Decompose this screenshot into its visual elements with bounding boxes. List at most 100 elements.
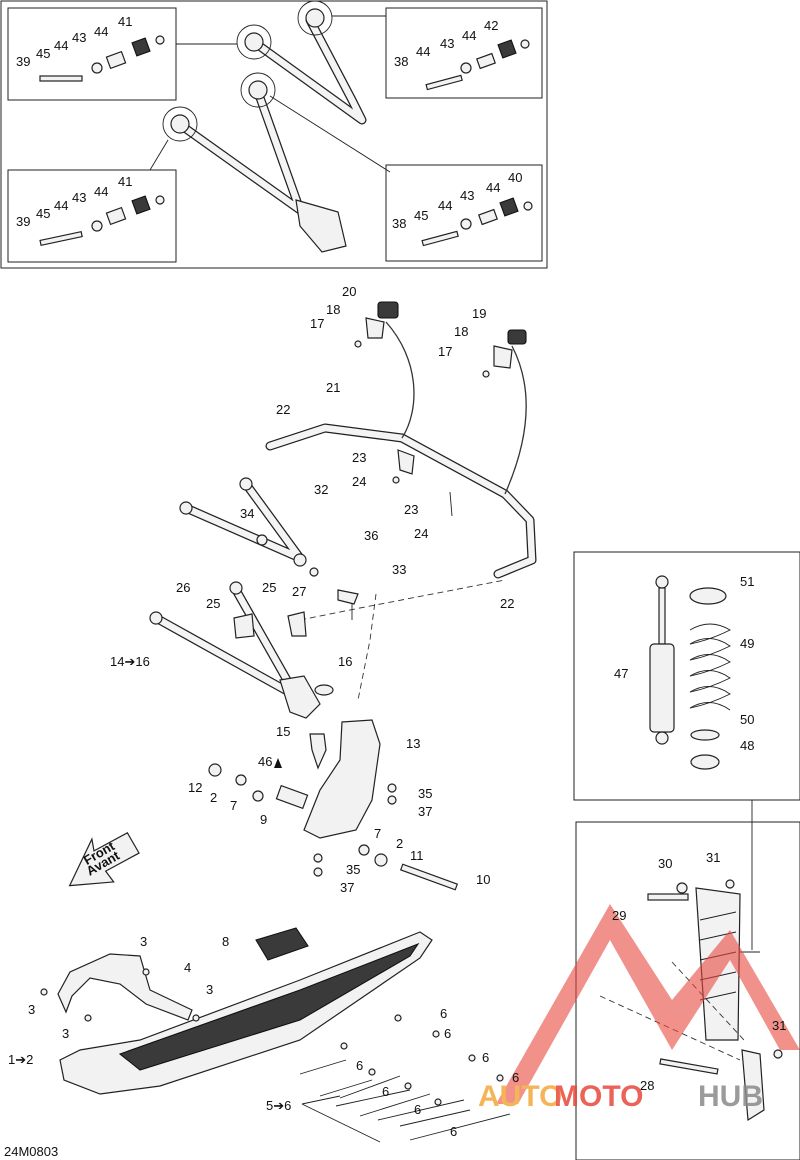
callout-sway-8: 23 xyxy=(352,450,366,465)
callout-bl-4: 44 xyxy=(94,184,108,199)
callout-tr-3: 44 xyxy=(462,28,476,43)
callout-arms-5: 25 xyxy=(262,580,276,595)
front-arrow: Front Avant xyxy=(68,832,140,887)
callout-tl-3: 43 xyxy=(72,30,86,45)
callout-arms-24: 10 xyxy=(476,872,490,887)
callout-ski-1: 4 xyxy=(184,960,191,975)
callout-shock-4: 48 xyxy=(740,738,754,753)
callout-ski-7: 6 xyxy=(356,1058,363,1073)
callout-arms-18: 37 xyxy=(418,804,432,819)
callout-br-3: 43 xyxy=(460,188,474,203)
callout-sway-2: 17 xyxy=(310,316,324,331)
callout-sway-6: 21 xyxy=(326,380,340,395)
callout-inst-3: 31 xyxy=(772,1018,786,1033)
callout-sway-3: 19 xyxy=(472,306,486,321)
callout-sway-0: 20 xyxy=(342,284,356,299)
callout-tl-5: 41 xyxy=(118,14,132,29)
callout-ski-0: 3 xyxy=(140,934,147,949)
callout-br-2: 44 xyxy=(438,198,452,213)
inset-br-hardware xyxy=(421,197,533,247)
callout-tr-2: 43 xyxy=(440,36,454,51)
carbides xyxy=(299,1014,511,1143)
callout-tr-4: 42 xyxy=(484,18,498,33)
callout-ski-6: 1➔2 xyxy=(8,1052,33,1067)
callout-shock-3: 50 xyxy=(740,712,754,727)
watermark-auto: AUTO xyxy=(478,1080,562,1113)
callout-inst-0: 30 xyxy=(658,856,672,871)
callout-shock-1: 49 xyxy=(740,636,754,651)
callout-arms-20: 2 xyxy=(396,836,403,851)
callout-arms-23: 37 xyxy=(340,880,354,895)
callout-tr-1: 44 xyxy=(416,44,430,59)
callout-arms-3: 33 xyxy=(392,562,406,577)
callout-arms-4: 26 xyxy=(176,580,190,595)
inset-bottom-right xyxy=(385,164,543,262)
callout-sway-5: 17 xyxy=(438,344,452,359)
inset-bottom-left xyxy=(7,169,177,263)
callout-shock-2: 47 xyxy=(614,666,628,681)
callout-arms-11: 13 xyxy=(406,736,420,751)
callout-ski-14: 6 xyxy=(512,1070,519,1085)
callout-bl-0: 39 xyxy=(16,214,30,229)
shock-absorber xyxy=(649,575,675,745)
callout-inst-1: 31 xyxy=(706,850,720,865)
callout-ski-4: 3 xyxy=(28,1002,35,1017)
upper-a-arm xyxy=(179,477,359,620)
callout-arms-1: 34 xyxy=(240,506,254,521)
callout-tr-0: 38 xyxy=(394,54,408,69)
callout-arms-19: 7 xyxy=(374,826,381,841)
callout-tl-2: 44 xyxy=(54,38,68,53)
inset-tr-hardware xyxy=(425,39,530,91)
callout-arms-9: 16 xyxy=(338,654,352,669)
callout-ski-13: 6 xyxy=(450,1124,457,1139)
callout-arms-0: 32 xyxy=(314,482,328,497)
callout-sway-4: 18 xyxy=(454,324,468,339)
callout-bl-2: 44 xyxy=(54,198,68,213)
callout-arms-7: 27 xyxy=(292,584,306,599)
callout-ski-2: 8 xyxy=(222,934,229,949)
callout-arms-17: 35 xyxy=(418,786,432,801)
callout-bl-1: 45 xyxy=(36,206,50,221)
callout-sway-9: 24 xyxy=(352,474,366,489)
callout-br-4: 44 xyxy=(486,180,500,195)
callout-br-1: 45 xyxy=(414,208,428,223)
callout-ski-8: 6 xyxy=(440,1006,447,1021)
shock-frame xyxy=(573,551,800,801)
callout-arms-13: 12 xyxy=(188,780,202,795)
callout-arms-6: 25 xyxy=(206,596,220,611)
callout-sway-1: 18 xyxy=(326,302,340,317)
callout-ski-5: 3 xyxy=(62,1026,69,1041)
callout-bl-3: 43 xyxy=(72,190,86,205)
callout-sway-10: 23 xyxy=(404,502,418,517)
callout-arms-21: 11 xyxy=(410,848,424,863)
callout-br-0: 38 xyxy=(392,216,406,231)
spindle xyxy=(208,719,459,891)
coil-spring xyxy=(689,587,731,770)
watermark-moto: MOTO xyxy=(554,1080,643,1113)
callout-arms-10: 15 xyxy=(276,724,290,739)
callout-tl-4: 44 xyxy=(94,24,108,39)
drawing-code: 24M0803 xyxy=(4,1144,58,1159)
upper-arm-frame xyxy=(0,0,548,269)
callout-inst-2: 29 xyxy=(612,908,626,923)
inset-tl-hardware xyxy=(39,35,165,82)
inset-top-right xyxy=(385,7,543,99)
watermark-hub: HUB xyxy=(698,1080,763,1113)
callout-ski-9: 6 xyxy=(382,1084,389,1099)
inset-bl-hardware xyxy=(39,195,165,247)
callout-arms-16: 9 xyxy=(260,812,267,827)
callout-ski-11: 6 xyxy=(414,1102,421,1117)
lower-a-arm xyxy=(149,581,334,770)
callout-arms-12: 46 xyxy=(258,754,272,769)
callout-arms-2: 36 xyxy=(364,528,378,543)
callout-br-5: 40 xyxy=(508,170,522,185)
lower-a-arm-top xyxy=(170,80,347,253)
callout-ski-3: 3 xyxy=(206,982,213,997)
callout-sway-11: 24 xyxy=(414,526,428,541)
callout-ski-12: 6 xyxy=(482,1050,489,1065)
ski xyxy=(40,927,433,1095)
callout-arms-8: 14➔16 xyxy=(110,654,150,669)
callout-shock-0: 51 xyxy=(740,574,754,589)
